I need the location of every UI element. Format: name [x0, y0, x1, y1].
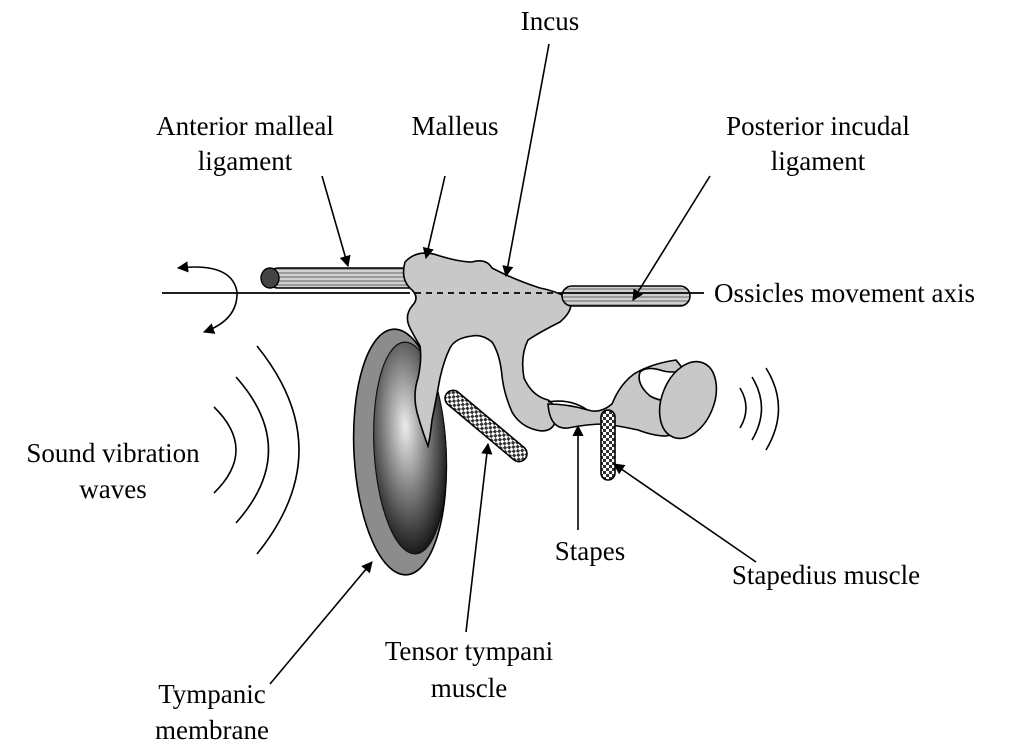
arrow-malleus — [426, 176, 445, 258]
label-tensor-tympani-line1: Tensor tympani — [385, 636, 553, 666]
anterior-malleal-ligament — [261, 268, 426, 288]
sound-waves-right — [740, 368, 779, 450]
label-stapes: Stapes — [555, 536, 626, 566]
stapes — [548, 353, 727, 447]
label-anterior-malleal-ligament-line2: ligament — [198, 146, 293, 176]
label-malleus: Malleus — [412, 111, 499, 141]
posterior-incudal-ligament — [562, 286, 690, 306]
arrow-tympanic-membrane — [270, 562, 372, 684]
arrow-posterior-incudal-ligament — [633, 176, 710, 300]
arrow-tensor-tympani — [466, 444, 488, 632]
rotation-arrow — [178, 267, 237, 332]
arrow-incus — [506, 44, 549, 276]
label-sound-vibration-waves-line1: Sound vibration — [26, 438, 200, 468]
arrow-stapedius — [614, 464, 756, 562]
label-stapedius-muscle: Stapedius muscle — [732, 560, 920, 590]
label-posterior-incudal-ligament-line1: Posterior incudal — [726, 111, 910, 141]
label-incus: Incus — [521, 6, 579, 36]
label-posterior-incudal-ligament-line2: ligament — [771, 146, 866, 176]
label-tympanic-membrane-line1: Tympanic — [158, 679, 266, 709]
arrow-anterior-malleal-ligament — [322, 176, 348, 266]
label-tensor-tympani-line2: muscle — [431, 673, 507, 703]
sound-waves-left — [214, 346, 299, 554]
label-anterior-malleal-ligament-line1: Anterior malleal — [156, 111, 334, 141]
label-tympanic-membrane-line2: membrane — [155, 715, 269, 745]
label-ossicles-movement-axis: Ossicles movement axis — [714, 278, 975, 308]
label-sound-vibration-waves-line2: waves — [79, 474, 146, 504]
stapedius-muscle — [601, 410, 615, 480]
